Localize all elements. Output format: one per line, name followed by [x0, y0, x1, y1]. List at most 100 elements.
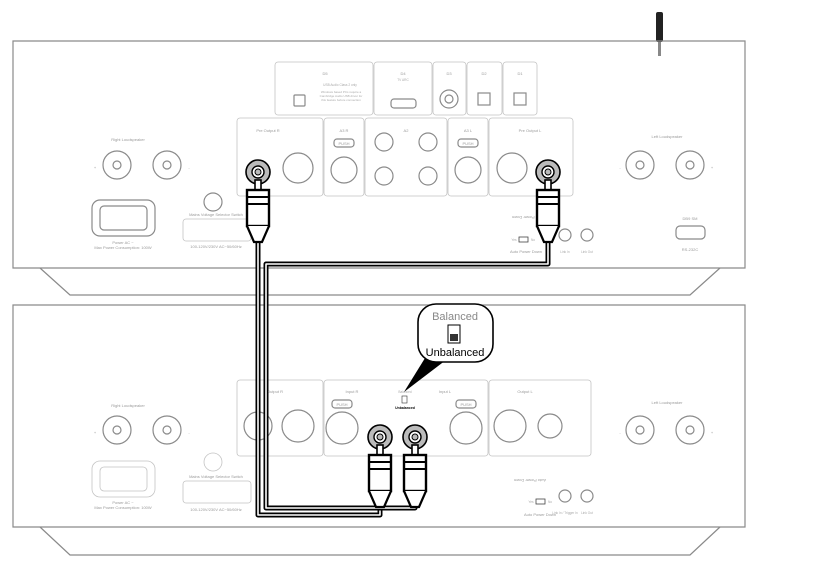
power-label: Power AC ~	[112, 240, 134, 245]
minus-sign: -	[188, 430, 190, 435]
auto-power-down-switch[interactable]	[518, 236, 529, 243]
link-out-label: Link Out	[581, 250, 593, 254]
rca-plug-pre-out-r[interactable]	[245, 159, 271, 244]
rca-a1-r[interactable]	[374, 166, 394, 186]
speaker-terminal-left-plus[interactable]	[675, 415, 705, 445]
link-out-jack[interactable]	[580, 228, 594, 242]
usb-b-port[interactable]	[293, 94, 306, 107]
analog-panel: Pre Output R A3 R A2 A3 L Pre Output L P…	[236, 117, 574, 197]
input-d5-sub: USB Audio Class 2 only	[323, 83, 357, 87]
rca-a2-r[interactable]	[374, 132, 394, 152]
auto-power-down-label: Auto Power Down	[510, 249, 542, 254]
callout-balanced-label: Balanced	[432, 311, 478, 323]
xlr-output-l[interactable]	[493, 409, 527, 443]
input-d5-note: Windows based PCs require a Cambridge Au…	[319, 90, 363, 102]
link-in-trigger-jack[interactable]	[558, 489, 572, 503]
link-in-jack[interactable]	[558, 228, 572, 242]
link-in-label: Link In	[560, 250, 570, 254]
yes-label: Yes	[511, 238, 517, 242]
voltage-selector-switch[interactable]	[203, 452, 223, 472]
xlr-input-r[interactable]	[325, 411, 359, 445]
auto-power-down-switch[interactable]	[535, 498, 546, 505]
balanced-switch[interactable]	[401, 395, 408, 404]
speaker-terminal-left-minus[interactable]	[625, 150, 655, 180]
no-label: No	[531, 238, 535, 242]
coaxial-port[interactable]	[439, 89, 459, 109]
plus-sign: +	[94, 165, 97, 170]
voltage-selector-switch[interactable]	[203, 192, 223, 212]
optical-port-d2[interactable]	[477, 92, 491, 106]
input-r-label: Input R	[346, 389, 359, 394]
link-in-label: Link In / Trigger In	[552, 511, 578, 515]
minus-sign: -	[188, 165, 190, 170]
speaker-terminal-right-plus[interactable]	[102, 150, 132, 180]
antenna-icon	[656, 12, 663, 56]
input-d5-label: D5	[322, 71, 328, 76]
left-speaker-label: Left Loudspeaker	[652, 400, 684, 405]
speaker-terminal-left-minus[interactable]	[625, 415, 655, 445]
xlr-pre-out-r[interactable]	[282, 152, 314, 184]
plus-sign: +	[94, 430, 97, 435]
pre-output-r-label: Pre Output R	[256, 128, 279, 133]
input-d3-label: D3	[446, 71, 452, 76]
right-speaker-label: Right Loudspeaker	[111, 137, 145, 142]
rca-plug-input-l[interactable]	[402, 424, 428, 509]
output-l-label: Output L	[517, 389, 533, 394]
speaker-terminal-right-plus[interactable]	[102, 415, 132, 445]
rs232-port[interactable]	[675, 225, 706, 240]
a3-l-label: A3 L	[464, 128, 473, 133]
voltage-switch-label: Mains Voltage Selector Switch	[189, 474, 243, 479]
xlr-output-r[interactable]	[281, 409, 315, 443]
digital-input-panel: D5 USB Audio Class 2 only Windows based …	[274, 61, 538, 116]
rca-a2-l[interactable]	[418, 132, 438, 152]
xlr-a3-r[interactable]	[330, 156, 358, 184]
serial-label: DB9 SM	[683, 216, 698, 221]
speaker-terminal-right-minus[interactable]	[152, 150, 182, 180]
auto-power-down-label: Auto Power Down	[524, 512, 556, 517]
link-out-jack[interactable]	[580, 489, 594, 503]
push-label: PUSH	[336, 402, 347, 407]
push-label: PUSH	[462, 141, 473, 146]
top-unit-amplifier: D5 USB Audio Class 2 only Windows based …	[12, 40, 746, 296]
speaker-terminal-left-plus[interactable]	[675, 150, 705, 180]
power-consumption-label: Max Power Consumption: 100W	[94, 505, 152, 510]
rs232-label: RS-232C	[682, 247, 699, 252]
voltage-range-label: 100-120V/230V AC~50/60Hz	[190, 244, 241, 249]
speaker-terminal-right-minus[interactable]	[152, 415, 182, 445]
optical-port-d1[interactable]	[513, 92, 527, 106]
power-ac-inlet[interactable]	[91, 460, 156, 498]
auto-power-down-label-mirrored: Auto Power Down	[514, 478, 546, 483]
unbalanced-small-label: Unbalanced	[395, 406, 415, 410]
auto-power-down-label-mirrored: Auto Power Down	[512, 215, 544, 220]
no-label: No	[548, 500, 552, 504]
rca-cable-right	[255, 232, 383, 518]
xlr-a3-l[interactable]	[454, 156, 482, 184]
rca-plugs	[245, 159, 561, 509]
xlr-pre-out-l[interactable]	[496, 152, 528, 184]
voltage-range-label: 100-120V/230V AC~50/60Hz	[190, 507, 241, 512]
minus-sign: -	[619, 165, 621, 170]
plus-sign: +	[711, 430, 714, 435]
rca-plug-pre-out-l[interactable]	[535, 159, 561, 244]
input-d1-label: D1	[517, 71, 523, 76]
input-d4-sub: TV ARC	[397, 78, 409, 82]
plus-sign: +	[711, 165, 714, 170]
rca-output-l[interactable]	[537, 413, 563, 439]
rca-a1-l[interactable]	[418, 166, 438, 186]
voltage-switch-label: Mains Voltage Selector Switch	[189, 212, 243, 217]
push-label: PUSH	[460, 402, 471, 407]
balanced-small-label: Balanced	[398, 390, 412, 394]
pre-output-l-label: Pre Output L	[519, 128, 542, 133]
power-ac-inlet[interactable]	[91, 199, 156, 237]
push-label: PUSH	[338, 141, 349, 146]
a2-label: A2	[404, 128, 410, 133]
left-speaker-label: Left Loudspeaker	[652, 134, 684, 139]
right-speaker-label: Right Loudspeaker	[111, 403, 145, 408]
power-consumption-label: Max Power Consumption: 100W	[94, 245, 152, 250]
xlr-input-l[interactable]	[449, 411, 483, 445]
hdmi-port[interactable]	[390, 98, 417, 109]
a3-r-label: A3 R	[340, 128, 349, 133]
rca-plug-input-r[interactable]	[367, 424, 393, 509]
output-r-label: Output R	[267, 389, 283, 394]
